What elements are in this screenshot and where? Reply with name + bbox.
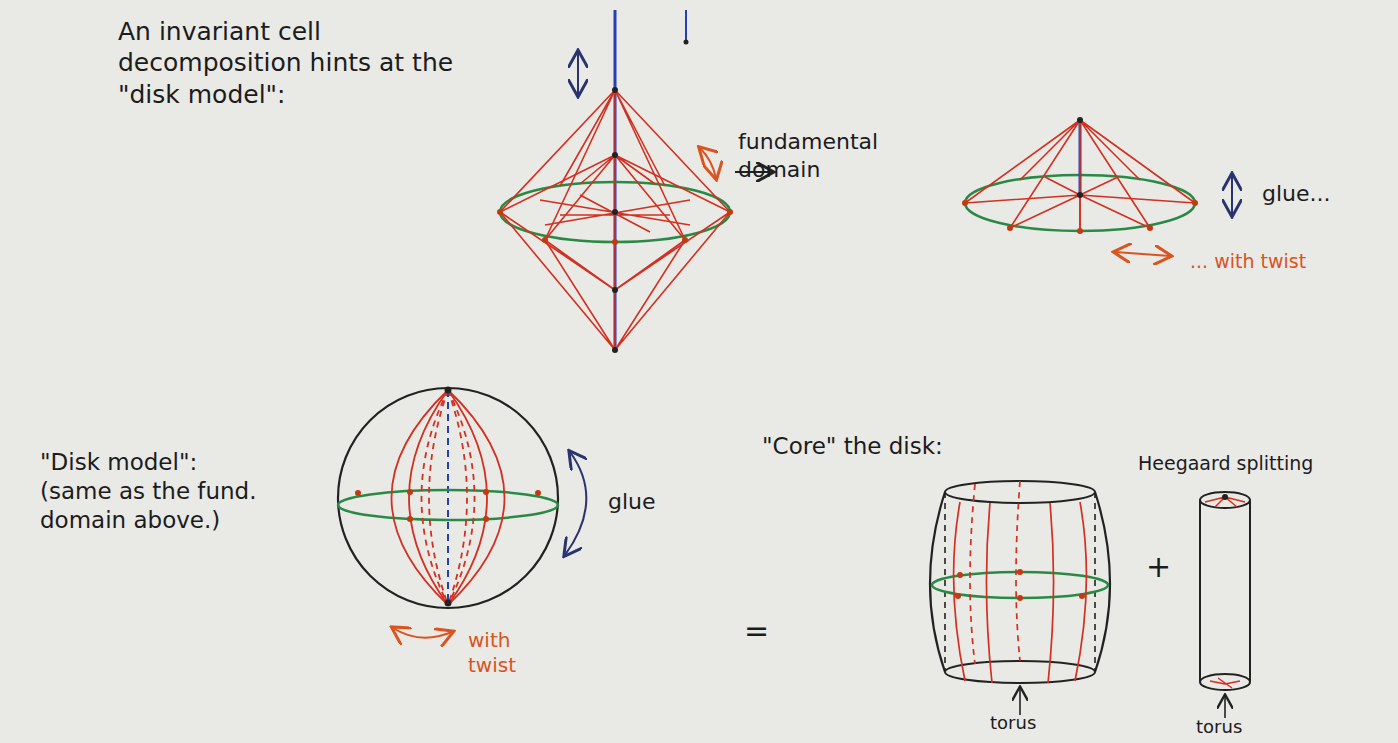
glue-note-box: glue... [1262, 180, 1372, 208]
part-label-box: torus [1196, 716, 1276, 739]
part-label-box: Heegaard splitting [1138, 452, 1378, 476]
double-cone [497, 10, 772, 353]
arrow-note-box: fundamental domain [738, 128, 888, 183]
operator-box: + [1146, 548, 1186, 586]
disk-model-ball [338, 387, 586, 638]
fundamental-domain-cone [962, 117, 1232, 256]
part-label: Heegaard splitting [1138, 452, 1378, 476]
twist-note-box: with twist [468, 628, 548, 678]
model-note: "Disk model": (same as the fund. domain … [40, 448, 275, 534]
core-cylinder [1200, 492, 1250, 718]
glue-note: glue [608, 488, 688, 516]
part-label: torus [990, 712, 1070, 735]
twist-note-box: ... with twist [1190, 250, 1360, 274]
twist-note: ... with twist [1190, 250, 1360, 274]
step-note-box: "Core" the disk: [762, 432, 1022, 461]
twist-note: with twist [468, 628, 548, 678]
step-note: "Core" the disk: [762, 432, 1022, 461]
heading-note-box: An invariant cell decomposition hints at… [118, 16, 478, 110]
heading-note: An invariant cell decomposition hints at… [118, 16, 478, 110]
cored-ball [930, 481, 1110, 715]
part-label: torus [1196, 716, 1276, 739]
model-note-box: "Disk model": (same as the fund. domain … [40, 448, 275, 534]
operator: + [1146, 548, 1186, 586]
glue-note: glue... [1262, 180, 1372, 208]
glue-note-box: glue [608, 488, 688, 516]
operator-box: = [744, 612, 784, 650]
operator: = [744, 612, 784, 650]
arrow-note: fundamental domain [738, 128, 888, 183]
part-label-box: torus [990, 712, 1070, 735]
